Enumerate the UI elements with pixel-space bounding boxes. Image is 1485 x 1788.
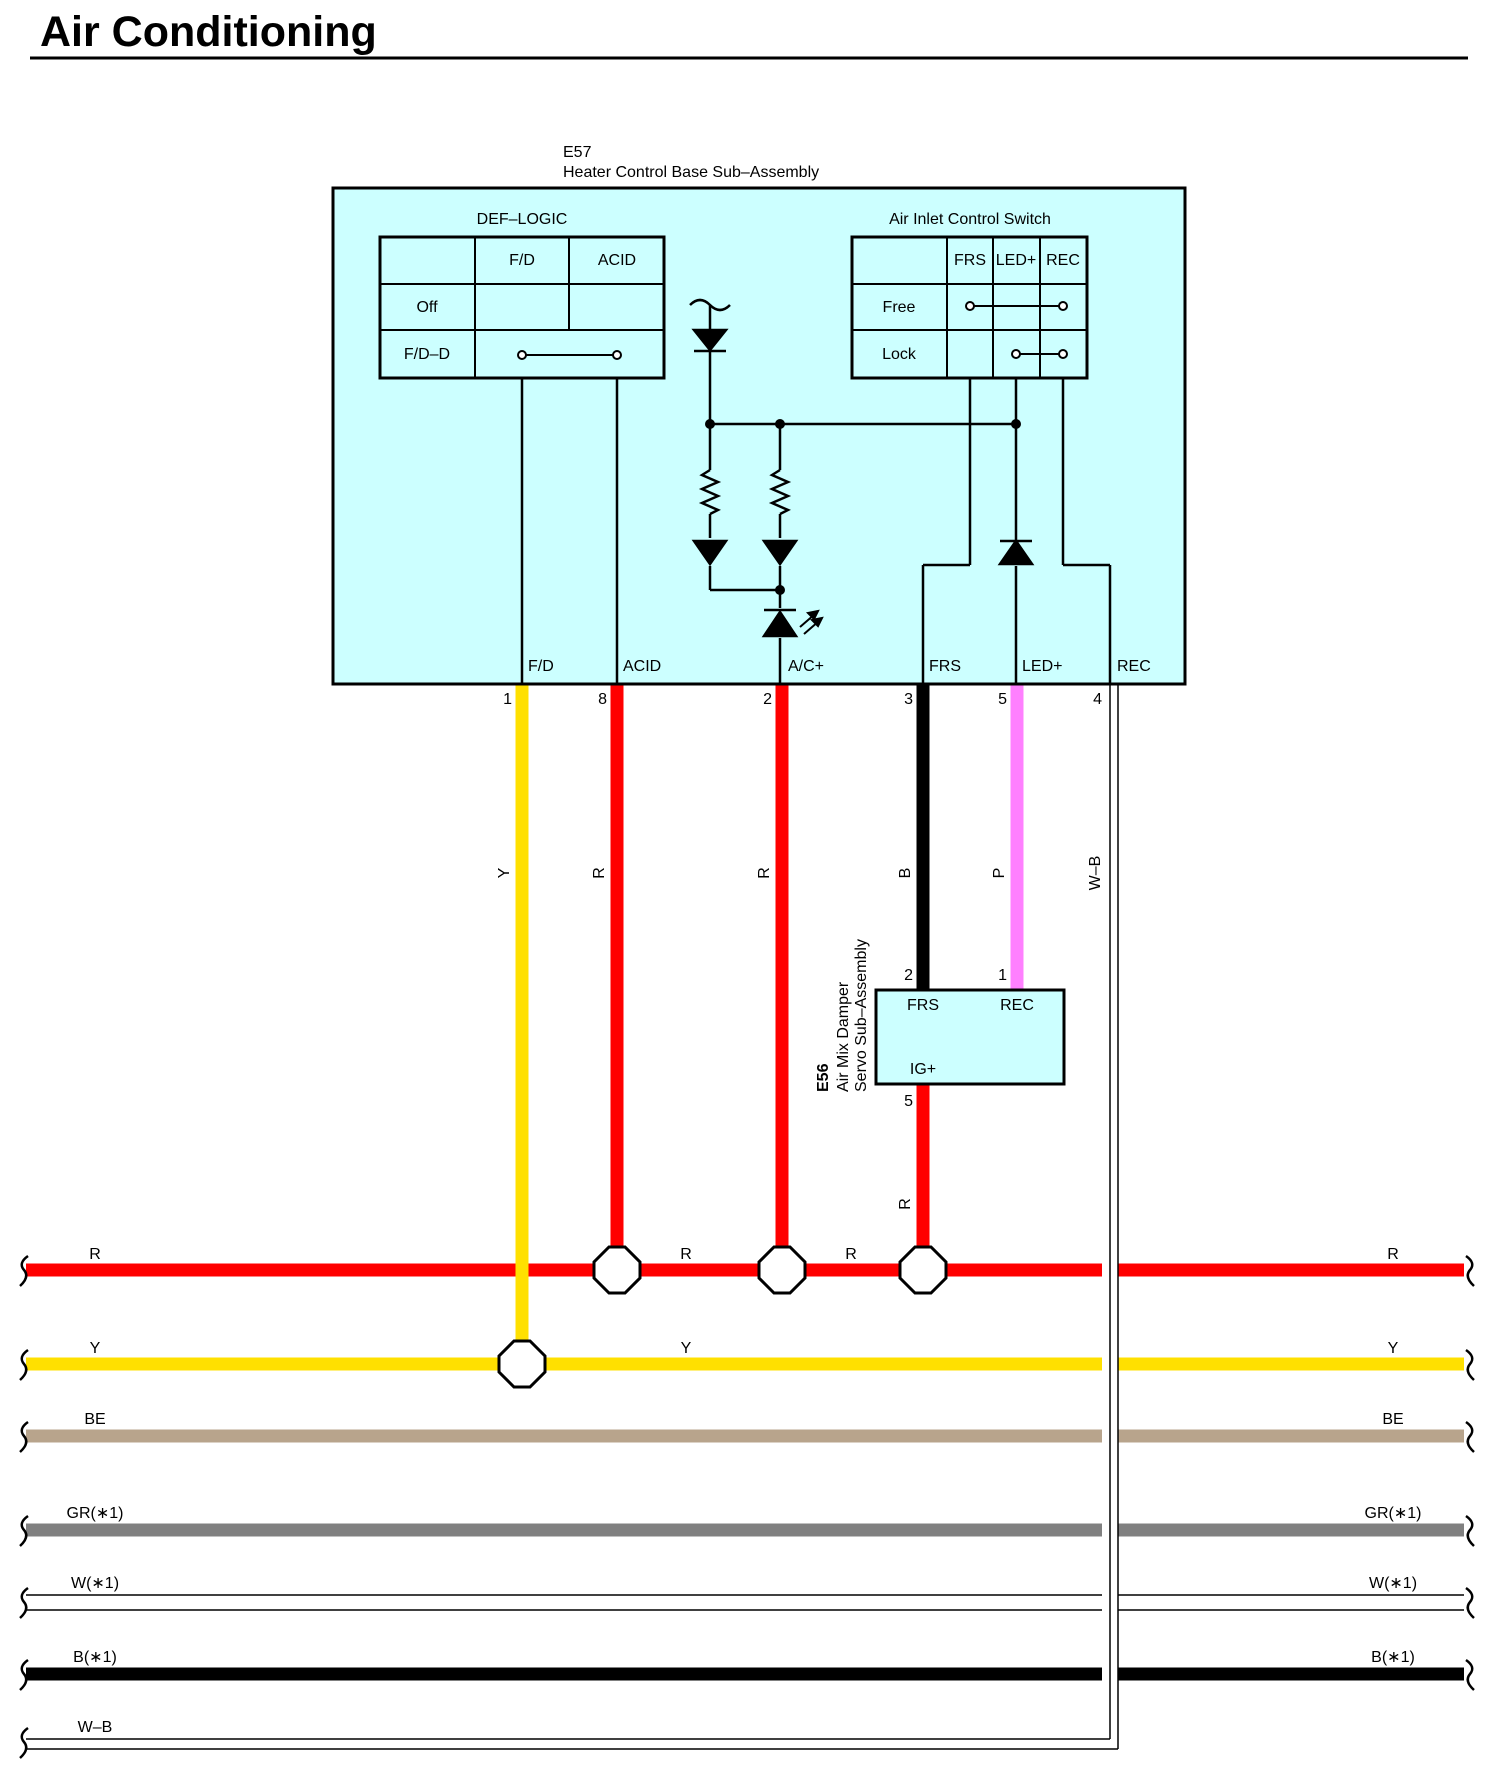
e56-pin-5: 5 [904, 1093, 913, 1110]
e57-term-frs: FRS [929, 658, 961, 675]
e57-pin-4: 4 [1093, 691, 1102, 708]
bus-w-label-left: W(∗1) [71, 1575, 119, 1592]
e56-term-rec: REC [1000, 997, 1034, 1014]
bus-y-label-right: Y [1388, 1340, 1399, 1357]
def-logic-contact [517, 350, 622, 360]
e57-pin-5: 5 [998, 691, 1007, 708]
bus-gr-label-left: GR(∗1) [67, 1505, 124, 1522]
bus-w-b [26, 1738, 1118, 1750]
inlet-switch-row-lock: Lock [882, 346, 917, 363]
e57-body [331, 186, 1187, 686]
e56-term-ig: IG+ [910, 1061, 936, 1078]
e57-code: E57 [563, 144, 592, 161]
splice-points [497, 1245, 948, 1389]
bus-be-label-right: BE [1382, 1411, 1403, 1428]
wire-label-acid: R [591, 867, 608, 879]
bus-y-label-mid1: Y [681, 1340, 692, 1357]
wire-label-fd: Y [496, 867, 513, 878]
bus-gr-label-right: GR(∗1) [1365, 1505, 1422, 1522]
e57-term-ac: A/C+ [788, 658, 824, 675]
e56-name-line1: Air Mix Damper [835, 981, 852, 1092]
e56-pin-2: 2 [904, 967, 913, 984]
inlet-switch-col-led: LED+ [996, 252, 1036, 269]
e56-pin-1: 1 [998, 967, 1007, 984]
e56-name-line2: Servo Sub–Assembly [853, 939, 870, 1092]
e56-code: E56 [815, 1063, 832, 1092]
def-logic-col-fd: F/D [509, 252, 535, 269]
led-light-arrows [799, 609, 824, 635]
junction-dots [705, 419, 1021, 595]
bus-r-label-left: R [89, 1246, 101, 1263]
e57-term-led: LED+ [1022, 658, 1062, 675]
splice-fd [497, 1339, 547, 1389]
bus-w-label-right: W(∗1) [1369, 1575, 1417, 1592]
inlet-switch-title: Air Inlet Control Switch [889, 211, 1051, 228]
wire-rec-w-b [1109, 683, 1119, 1749]
bus-break-marks [19, 1254, 1475, 1759]
bus-r-label-mid2: R [845, 1246, 857, 1263]
bus-r-label-mid1: R [680, 1246, 692, 1263]
e56-term-frs: FRS [907, 997, 939, 1014]
splice-ig [898, 1245, 948, 1295]
bus-w-b-label-left: W–B [78, 1719, 113, 1736]
bus-b-label-left: B(∗1) [73, 1649, 117, 1666]
bus-w [26, 1594, 1464, 1611]
e57-diodes [691, 328, 1035, 638]
e57-name: Heater Control Base Sub–Assembly [563, 164, 819, 181]
e57-term-fd: F/D [528, 658, 554, 675]
splice-acid [592, 1245, 642, 1295]
def-logic-title: DEF–LOGIC [477, 211, 568, 228]
e57-pin-1: 1 [503, 691, 512, 708]
wire-label-ig: R [897, 1198, 914, 1210]
def-logic-row-fdd: F/D–D [404, 346, 450, 363]
page-title: Air Conditioning [40, 8, 377, 56]
inlet-switch-col-rec: REC [1046, 252, 1080, 269]
e57-pin-8: 8 [598, 691, 607, 708]
def-logic-col-acid: ACID [598, 252, 636, 269]
bus-y-label-left: Y [90, 1340, 101, 1357]
inlet-switch-col-frs: FRS [954, 252, 986, 269]
wire-label-ac: R [756, 867, 773, 879]
def-logic-row-off: Off [416, 299, 438, 316]
e57-pin-2: 2 [763, 691, 772, 708]
wire-label-rec: W–B [1087, 856, 1104, 891]
bus-be-label-left: BE [84, 1411, 105, 1428]
e56-body [874, 988, 1066, 1086]
e57-internal-wiring [520, 348, 1112, 684]
bus-r-label-right: R [1387, 1246, 1399, 1263]
e57-term-acid: ACID [623, 658, 661, 675]
wire-label-led: P [991, 868, 1008, 879]
splice-ac [757, 1245, 807, 1295]
inlet-switch-row-free: Free [883, 299, 916, 316]
inlet-switch-contacts [965, 301, 1068, 359]
e57-pin-3: 3 [904, 691, 913, 708]
wire-label-frs: B [897, 868, 914, 879]
bus-b-label-right: B(∗1) [1371, 1649, 1415, 1666]
e57-term-rec: REC [1117, 658, 1151, 675]
